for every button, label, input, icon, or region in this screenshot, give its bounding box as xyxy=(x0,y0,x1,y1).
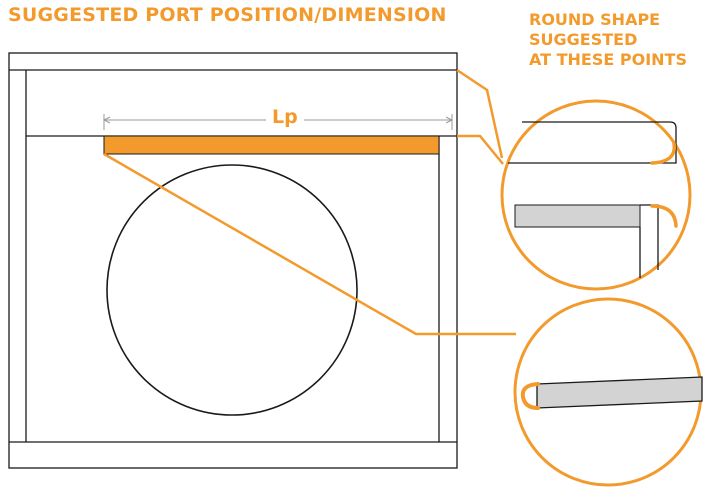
diagram-title: SUGGESTED PORT POSITION/DIMENSION xyxy=(8,4,447,26)
port-bar xyxy=(103,135,440,155)
zoom-port-end-grey xyxy=(536,376,703,409)
leader-line-port-entry xyxy=(457,134,504,165)
leader-line-top-corner xyxy=(456,68,504,159)
leader-line-port-end xyxy=(103,152,516,336)
speaker-driver-circle xyxy=(106,164,358,416)
magnifier-bottom xyxy=(513,297,703,487)
dimension-label-lp: Lp xyxy=(266,106,304,128)
enclosure-box xyxy=(8,52,458,469)
zoom-port-grey xyxy=(514,204,641,228)
round-corner-lower-arc xyxy=(650,204,678,228)
zoom-top-panel xyxy=(508,121,677,164)
callout-line: AT THESE POINTS xyxy=(529,50,687,69)
round-end-arc xyxy=(520,382,540,410)
round-shape-callout: ROUND SHAPE SUGGESTED AT THESE POINTS xyxy=(529,10,687,70)
leader-lines xyxy=(103,68,516,336)
enclosure-outer xyxy=(8,52,458,469)
callout-line: SUGGESTED xyxy=(529,30,638,49)
magnifier-top xyxy=(500,99,692,291)
round-corner-upper-arc xyxy=(650,141,677,165)
callout-line: ROUND SHAPE xyxy=(529,10,661,29)
